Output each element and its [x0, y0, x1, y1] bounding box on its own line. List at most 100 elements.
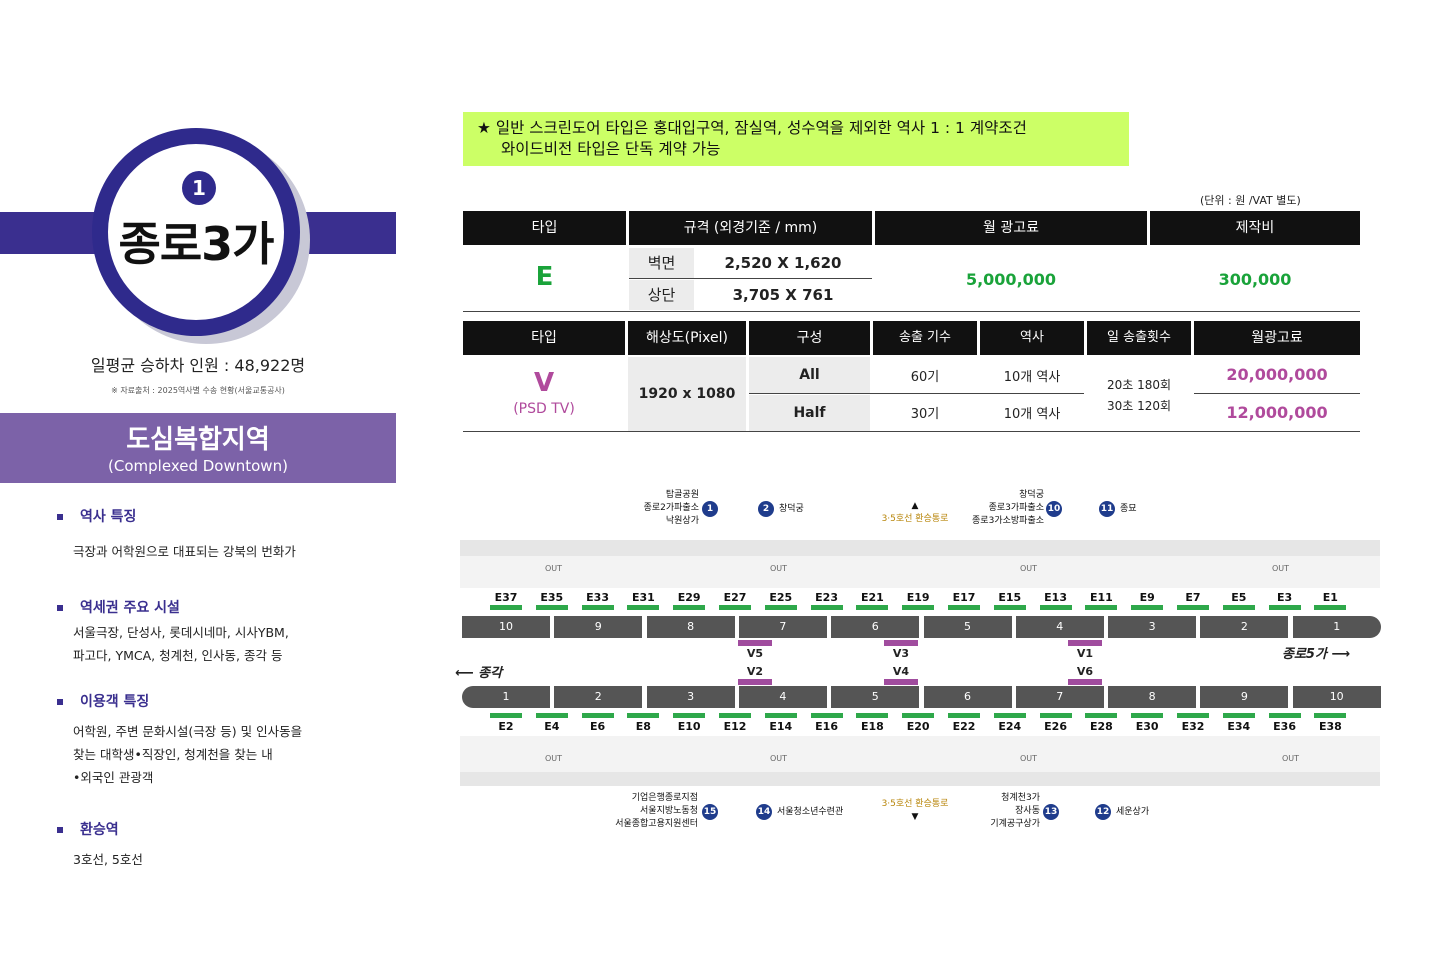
train-car: 6: [831, 616, 920, 638]
door-label: E24: [998, 720, 1022, 733]
exit-12-text: 세운상가: [1116, 807, 1150, 817]
out-label: OUT: [545, 754, 563, 763]
door-marker: [1268, 605, 1301, 610]
table1-production-fee: 300,000: [1218, 270, 1292, 289]
section-title: 이용객 특징: [80, 694, 150, 710]
section-body: 3호선, 5호선: [73, 848, 143, 871]
exit-text-line: 기업은행종로지점: [631, 793, 698, 803]
door-marker: [1039, 713, 1072, 718]
door-marker: [1131, 713, 1164, 718]
section-line: 극장과 어학원으로 대표되는 강북의 번화가: [73, 544, 296, 559]
door-marker: [1314, 713, 1347, 718]
table1-divider: [629, 278, 872, 279]
train-car: 10: [1292, 686, 1381, 708]
door-label: E25: [769, 591, 793, 604]
screen-marker: [1068, 679, 1102, 685]
screen-label: V3: [892, 647, 910, 660]
section-line: 파고다, YMCA, 청계천, 인사동, 종각 등: [73, 648, 283, 663]
train-car: 3: [646, 686, 735, 708]
arrow-left-icon: ⟵: [455, 666, 474, 681]
train-car: 9: [554, 616, 643, 638]
exit-14-icon: 14: [756, 804, 772, 820]
exit-13-text: 청계천3가 장사동 기계공구상가: [970, 792, 1040, 831]
door-label: E28: [1089, 720, 1113, 733]
door-marker: [1314, 605, 1347, 610]
screen-marker: [1068, 640, 1102, 646]
platform-wall: [460, 540, 1380, 556]
table1-size: 3,705 X 761: [732, 286, 834, 304]
train-car: 4: [1015, 616, 1104, 638]
out-label: OUT: [1020, 564, 1038, 573]
door-marker: [1177, 713, 1209, 718]
out-label: OUT: [770, 564, 788, 573]
arrow-up-icon: ▲: [911, 501, 919, 511]
platform-wall: [460, 772, 1380, 786]
exit-14-text: 서울청소년수련관: [777, 807, 844, 817]
platform-top: [460, 556, 1380, 588]
door-label: E29: [677, 591, 701, 604]
train-car: 5: [923, 616, 1012, 638]
exit-11-icon: 11: [1099, 501, 1115, 517]
table2-header: 해상도(Pixel): [628, 321, 746, 355]
table2-config: All: [749, 357, 870, 393]
door-label: E1: [1322, 591, 1338, 604]
table1-bottom-line: [463, 311, 1360, 312]
station-number-badge: 1: [182, 171, 216, 205]
door-label: E20: [906, 720, 930, 733]
direction-right: 종로5가 ⟶: [1282, 643, 1350, 662]
table1-type: E: [535, 262, 554, 292]
door-label: E6: [590, 720, 606, 733]
door-marker: [948, 713, 980, 718]
door-marker: [948, 605, 980, 610]
door-marker: [627, 605, 660, 610]
exit-15-text: 기업은행종로지점 서울지방노동청 서울종합고용지원센터: [596, 792, 698, 831]
exit-text-line: 탑골공원: [665, 490, 699, 500]
out-label: OUT: [1282, 754, 1300, 763]
door-marker: [764, 713, 797, 718]
door-marker: [581, 713, 614, 718]
table2-resolution: 1920 x 1080: [628, 357, 746, 431]
section-line: •외국인 관광객: [73, 770, 154, 785]
door-label: E3: [1277, 591, 1293, 604]
door-label: E9: [1139, 591, 1155, 604]
train-car: 6: [923, 686, 1012, 708]
table2-divider: [1194, 393, 1360, 394]
door-label: E18: [860, 720, 884, 733]
screen-marker: [738, 679, 772, 685]
door-marker: [535, 605, 568, 610]
table2-units: 30기: [910, 407, 940, 422]
door-marker: [1085, 713, 1118, 718]
bullet-icon: [57, 827, 63, 833]
out-label: OUT: [770, 754, 788, 763]
door-label: E37: [494, 591, 518, 604]
table1-monthly-fee: 5,000,000: [965, 270, 1057, 289]
door-label: E4: [544, 720, 560, 733]
door-label: E36: [1273, 720, 1296, 733]
notice-line: 와이드비전 타입은 단독 계약 가능: [501, 140, 721, 158]
screen-label: V6: [1076, 665, 1094, 678]
notice-line: ★ 일반 스크린도어 타입은 홍대입구역, 잠실역, 성수역을 제외한 역사 1…: [477, 119, 1027, 137]
door-marker: [719, 713, 751, 718]
door-label: E34: [1227, 720, 1251, 733]
door-marker: [627, 713, 660, 718]
door-marker: [1222, 605, 1255, 610]
train-car: 8: [646, 616, 735, 638]
door-label: E35: [540, 591, 564, 604]
table2-type: V: [533, 368, 555, 398]
door-label: E12: [723, 720, 747, 733]
door-marker: [1039, 605, 1072, 610]
door-marker: [719, 605, 751, 610]
ridership-text: 일평균 승하차 인원 : 48,922명: [90, 356, 306, 375]
door-marker: [856, 713, 889, 718]
table2-type-sub: (PSD TV): [513, 401, 575, 417]
exit-1-text: 탑골공원 종로2가파출소 낙원상가: [625, 489, 699, 528]
direction-left: ⟵ 종각: [455, 662, 502, 681]
train-car: 1: [462, 686, 550, 708]
door-marker: [1131, 605, 1164, 610]
door-label: E33: [586, 591, 609, 604]
door-label: E31: [631, 591, 655, 604]
door-marker: [1085, 605, 1118, 610]
door-marker: [764, 605, 797, 610]
door-label: E17: [952, 591, 976, 604]
door-marker: [1268, 713, 1301, 718]
